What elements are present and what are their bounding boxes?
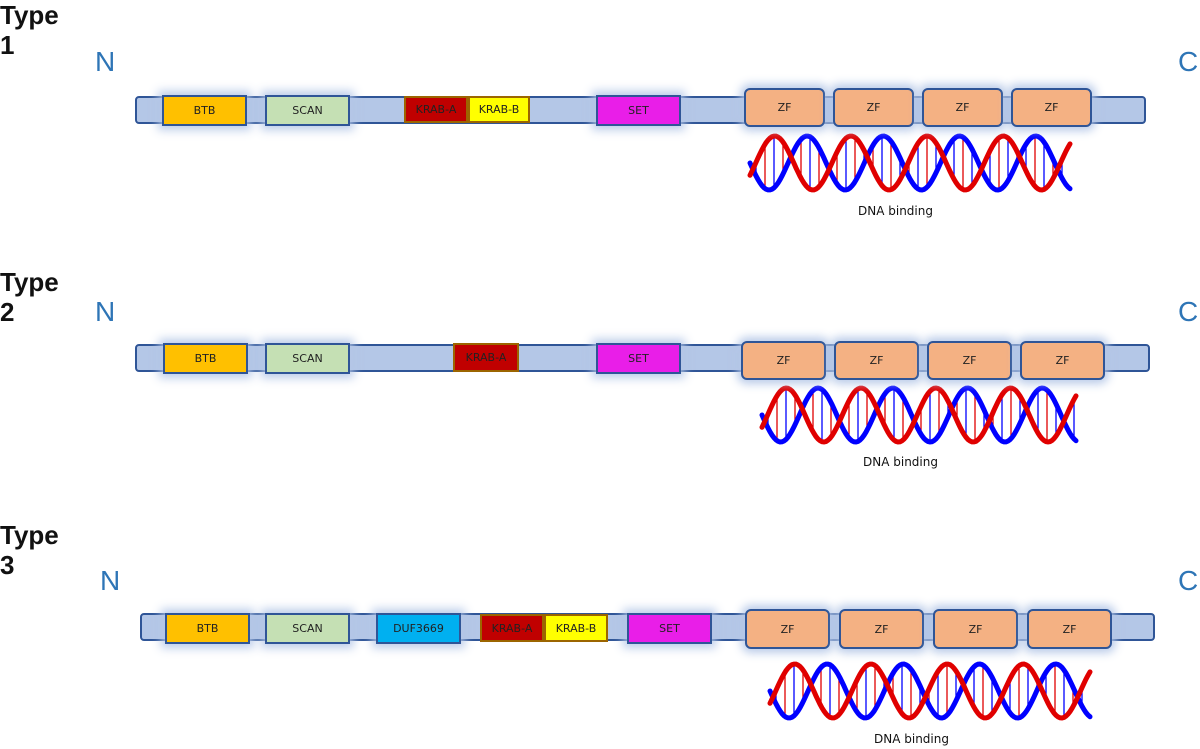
domain-krab-b: KRAB-B — [544, 614, 608, 642]
domain-duf3669: DUF3669 — [376, 613, 461, 644]
domain-set: SET — [596, 343, 681, 374]
domain-zf: ZF — [1011, 88, 1092, 127]
domain-btb: BTB — [165, 613, 250, 644]
domain-zf: ZF — [933, 609, 1018, 649]
domain-zf: ZF — [745, 609, 830, 649]
domain-zf: ZF — [922, 88, 1003, 127]
type-label: Type 2 — [0, 267, 59, 327]
domain-zf: ZF — [833, 88, 914, 127]
domain-zf: ZF — [834, 341, 919, 380]
domain-krab-a: KRAB-A — [404, 96, 468, 123]
dna-binding-caption: DNA binding — [874, 732, 949, 746]
domain-btb: BTB — [163, 343, 248, 374]
domain-krab-a: KRAB-A — [453, 343, 519, 372]
domain-zf: ZF — [744, 88, 825, 127]
c-terminus-label: C — [1178, 46, 1199, 77]
dna-strand-blue — [759, 385, 1079, 445]
domain-krab-b: KRAB-B — [468, 96, 530, 123]
domain-zf: ZF — [1020, 341, 1105, 380]
domain-zf: ZF — [1027, 609, 1112, 649]
domain-scan: SCAN — [265, 95, 350, 126]
type-label: Type 3 — [0, 520, 59, 580]
dna-strand-blue — [747, 133, 1073, 193]
dna-helix — [747, 133, 1073, 193]
c-terminus-label: C — [1178, 565, 1199, 596]
domain-btb: BTB — [162, 95, 247, 126]
dna-strand-red — [747, 133, 1073, 193]
dna-binding-caption: DNA binding — [858, 204, 933, 218]
domain-set: SET — [596, 95, 681, 126]
dna-helix — [767, 661, 1093, 721]
dna-helix — [759, 385, 1079, 445]
domain-zf: ZF — [839, 609, 924, 649]
domain-scan: SCAN — [265, 613, 350, 644]
domain-set: SET — [627, 613, 712, 644]
dna-strand-red — [759, 385, 1079, 445]
c-terminus-label: C — [1178, 296, 1199, 327]
domain-zf: ZF — [741, 341, 826, 380]
domain-scan: SCAN — [265, 343, 350, 374]
n-terminus-label: N — [100, 565, 121, 596]
n-terminus-label: N — [95, 46, 116, 77]
dna-strand-blue — [767, 661, 1093, 721]
dna-strand-red — [767, 661, 1093, 721]
dna-binding-caption: DNA binding — [863, 455, 938, 469]
n-terminus-label: N — [95, 296, 116, 327]
domain-krab-a: KRAB-A — [480, 614, 544, 642]
domain-zf: ZF — [927, 341, 1012, 380]
type-label: Type 1 — [0, 0, 59, 60]
